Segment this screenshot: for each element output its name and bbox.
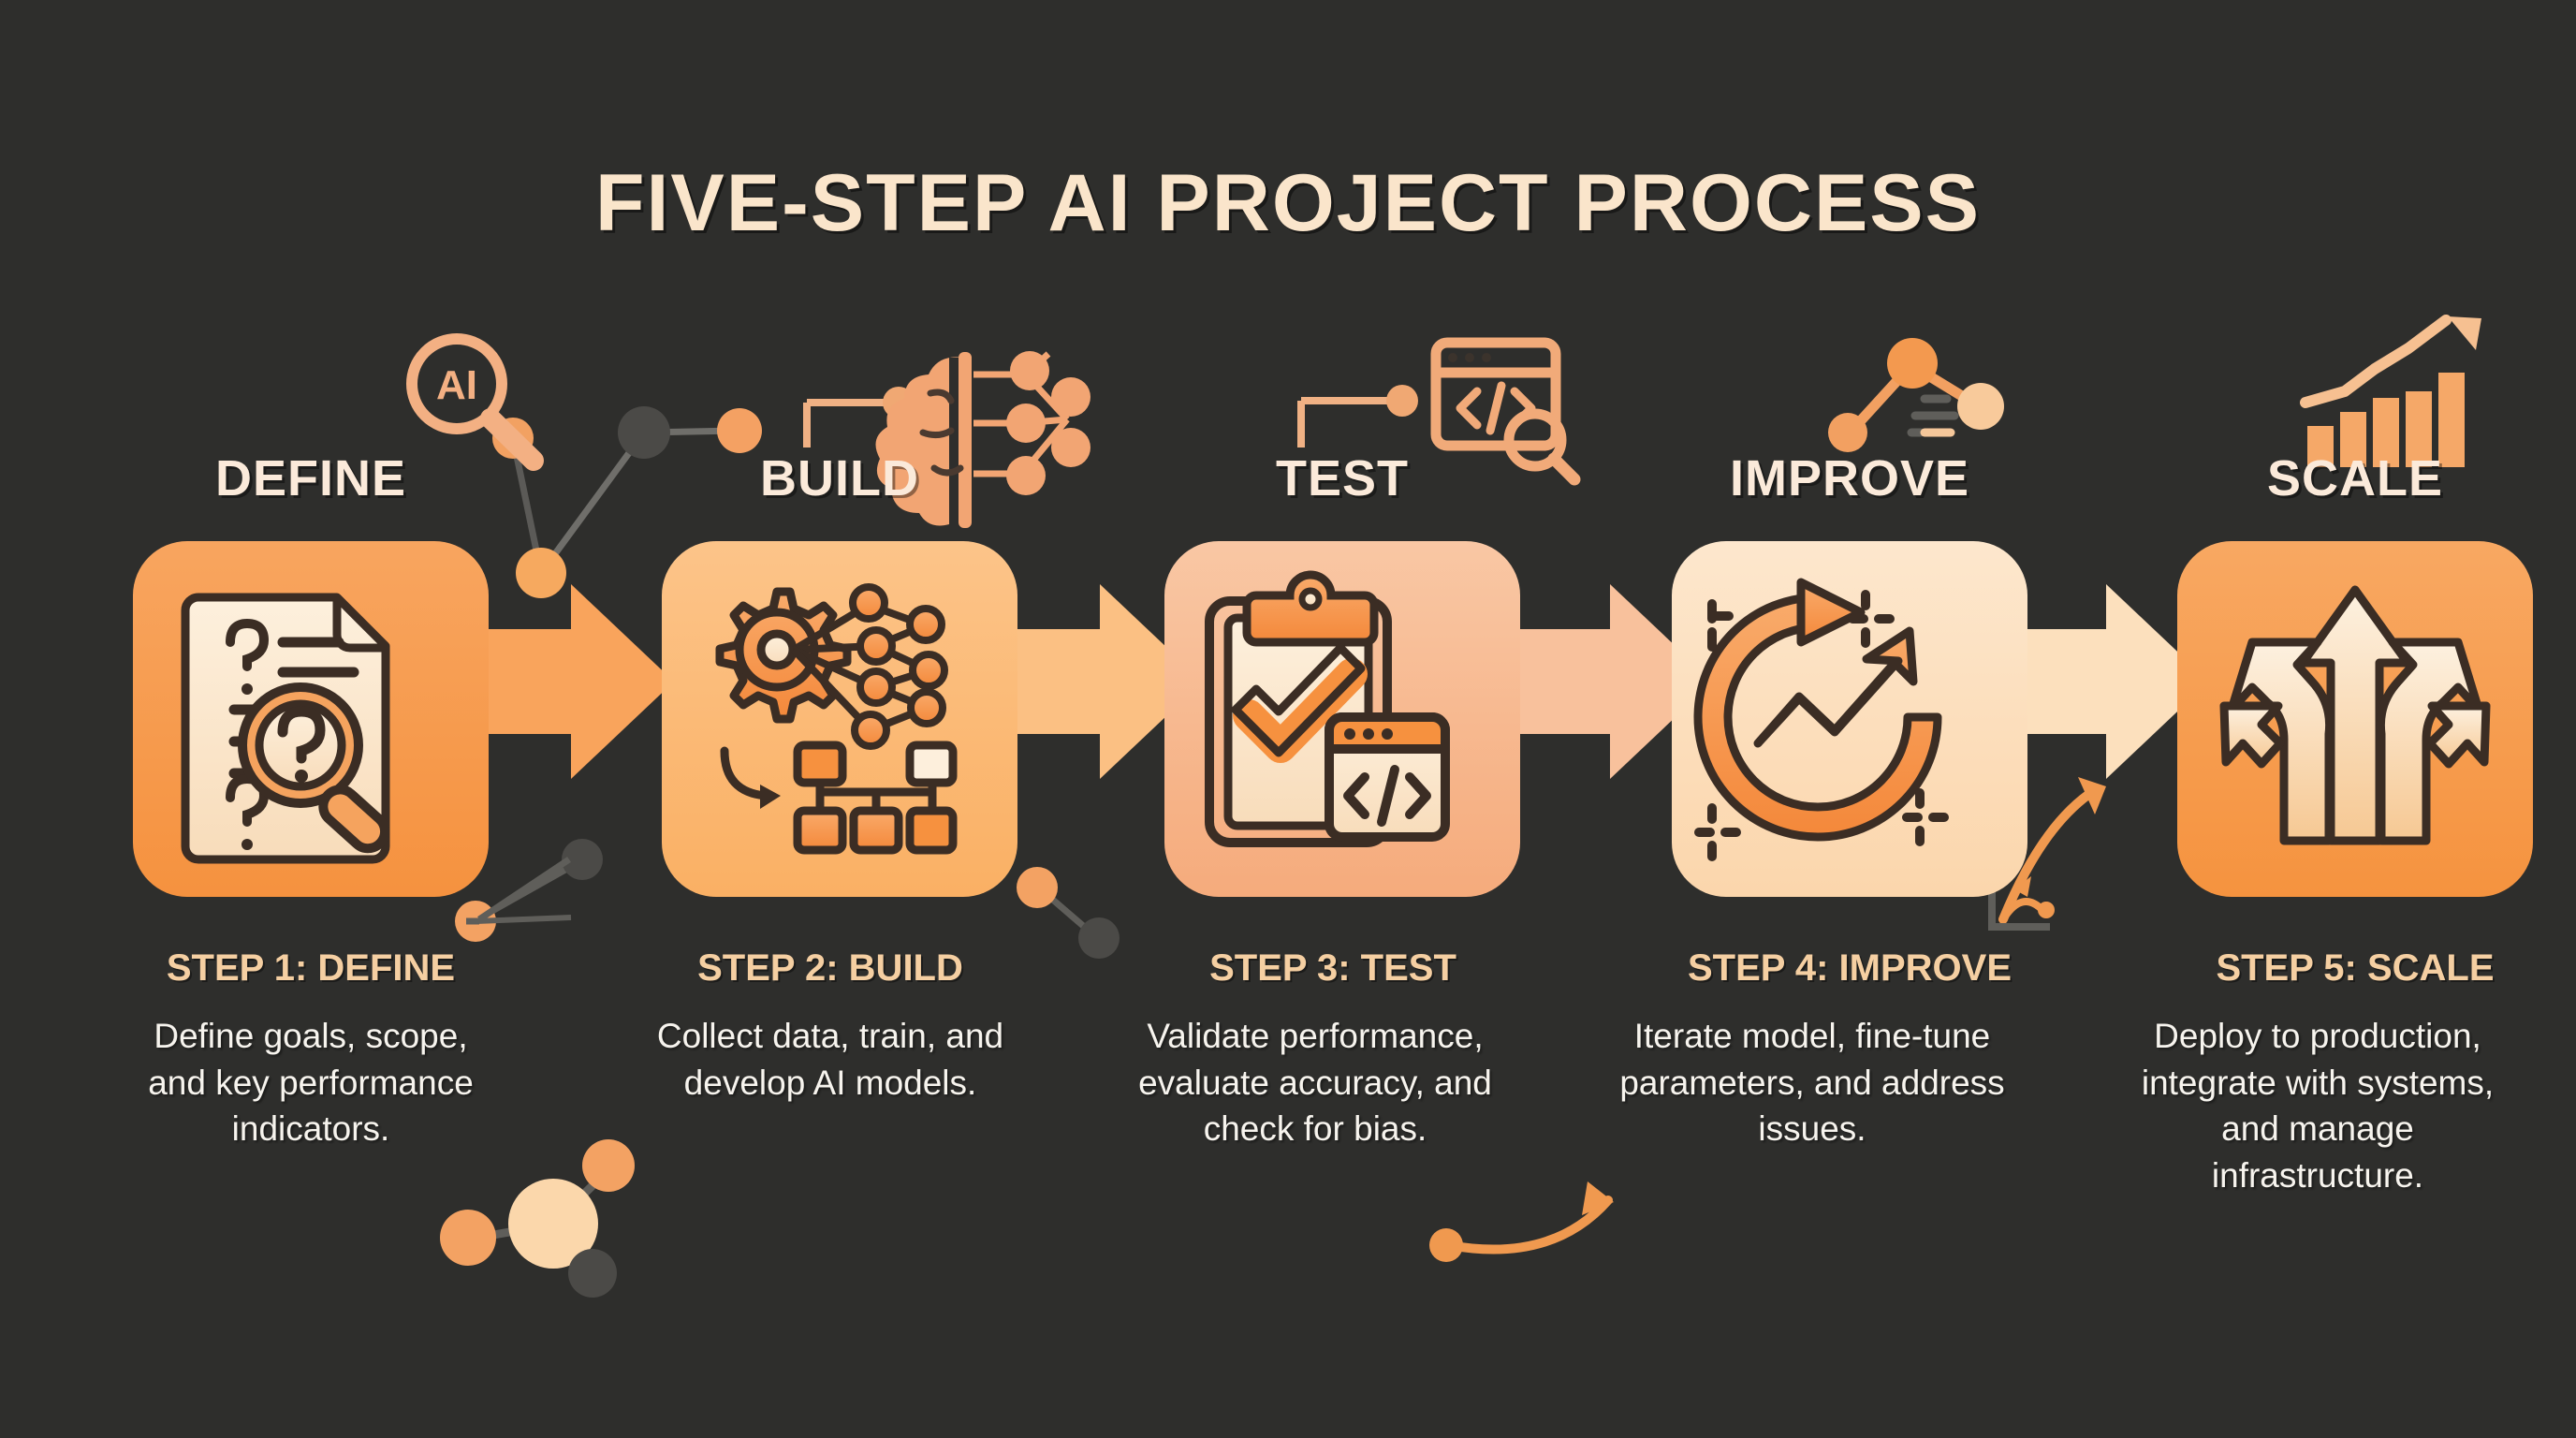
page-title: FIVE-STEP AI PROJECT PROCESS xyxy=(594,158,1982,248)
sparkle-group xyxy=(1694,590,1949,861)
network-tuning-icon xyxy=(1828,338,2004,452)
branching-arrows-icon xyxy=(2219,585,2491,845)
ai-brain-icon xyxy=(803,351,1090,528)
step-body-3: Validate performance, evaluate accuracy,… xyxy=(1138,1017,1492,1149)
gear-network-flowchart-icon xyxy=(715,583,958,855)
card-improve[interactable] xyxy=(1672,541,2027,897)
refresh-growth-arrow-icon xyxy=(1693,578,1949,861)
arrow-test-to-improve xyxy=(1498,584,1713,779)
code-inspect-icon xyxy=(1297,337,1581,486)
step-caption-5: STEP 5: SCALE xyxy=(2216,947,2495,989)
step-body-5: Deploy to production, integrate with sys… xyxy=(2141,1017,2495,1195)
step-label-build: BUILD xyxy=(760,450,919,506)
node-cluster-bottom-center xyxy=(440,1139,635,1298)
step-label-define: DEFINE xyxy=(214,450,407,506)
step-body-2: Collect data, train, and develop AI mode… xyxy=(656,1017,1004,1102)
step-body-4: Iterate model, fine-tune parameters, and… xyxy=(1619,1017,2005,1149)
ai-magnifier-icon: AI xyxy=(406,333,544,471)
step-body-1: Define goals, scope, and key performance… xyxy=(148,1017,474,1149)
card-test[interactable] xyxy=(1164,541,1520,897)
arrow-define-to-build xyxy=(459,584,674,779)
step-caption-2: STEP 2: BUILD xyxy=(697,947,963,989)
step-label-scale: SCALE xyxy=(2266,450,2443,506)
node-pair-left xyxy=(477,857,571,922)
arrow-improve-to-scale xyxy=(1994,584,2209,779)
curved-arrow-bottom xyxy=(1429,1181,1614,1262)
node-cluster-build-lower xyxy=(1017,867,1120,959)
step-caption-1: STEP 1: DEFINE xyxy=(166,947,456,989)
card-build[interactable] xyxy=(662,541,1017,897)
node-cluster-under-define xyxy=(475,915,572,924)
document-magnifier-icon xyxy=(181,593,390,864)
svg-text:AI: AI xyxy=(436,362,477,408)
card-scale[interactable] xyxy=(2177,541,2533,897)
growth-bar-chart-icon xyxy=(2300,315,2481,467)
step-label-improve: IMPROVE xyxy=(1729,450,1970,506)
card-define[interactable] xyxy=(133,541,489,897)
arrow-build-to-test xyxy=(988,584,1203,779)
step-caption-3: STEP 3: TEST xyxy=(1209,947,1456,989)
clipboard-check-code-icon xyxy=(1205,570,1450,847)
step-caption-4: STEP 4: IMPROVE xyxy=(1687,947,2012,989)
step-label-test: TEST xyxy=(1275,450,1409,506)
curved-arrow-right xyxy=(1998,777,2106,924)
